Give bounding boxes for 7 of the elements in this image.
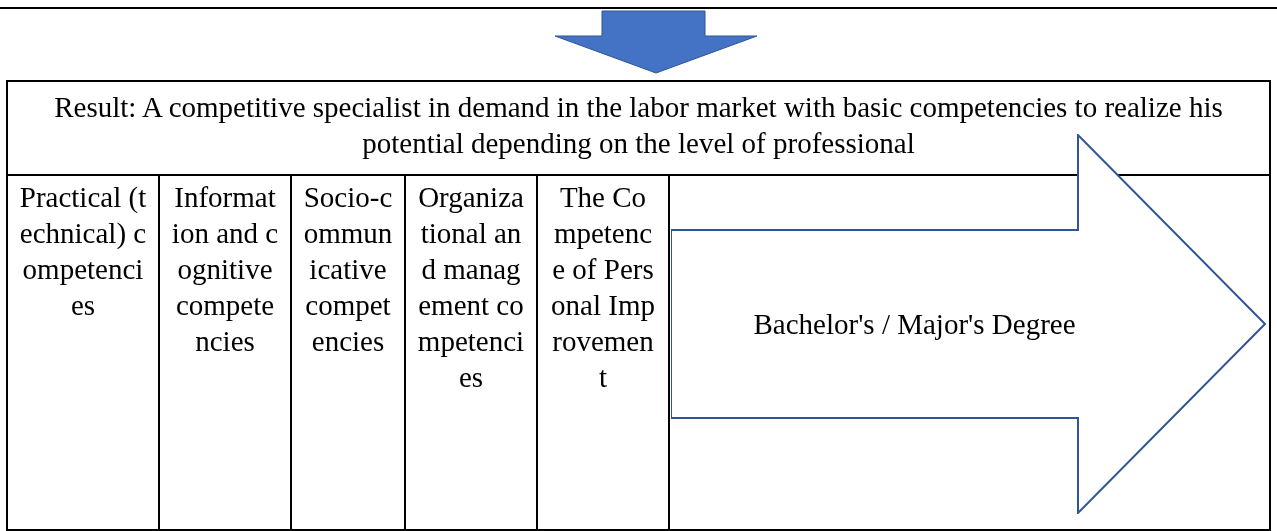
degree-text: Bachelor's / Major's Degree bbox=[752, 307, 1077, 342]
competency-text: The Competence of Personal Improvement bbox=[550, 180, 656, 395]
competency-text: Practical (technical) competencies bbox=[19, 180, 147, 323]
result-text: Result: A competitive specialist in demand in the labor market with basic competencies to realize his potential depending on the level of professional bbox=[53, 90, 1224, 161]
competency-text: Organizational and management competencies bbox=[417, 180, 525, 395]
competency-text: Information and cognitive competencies bbox=[171, 180, 279, 359]
competency-text: Socio-communicative competencies bbox=[303, 180, 393, 359]
